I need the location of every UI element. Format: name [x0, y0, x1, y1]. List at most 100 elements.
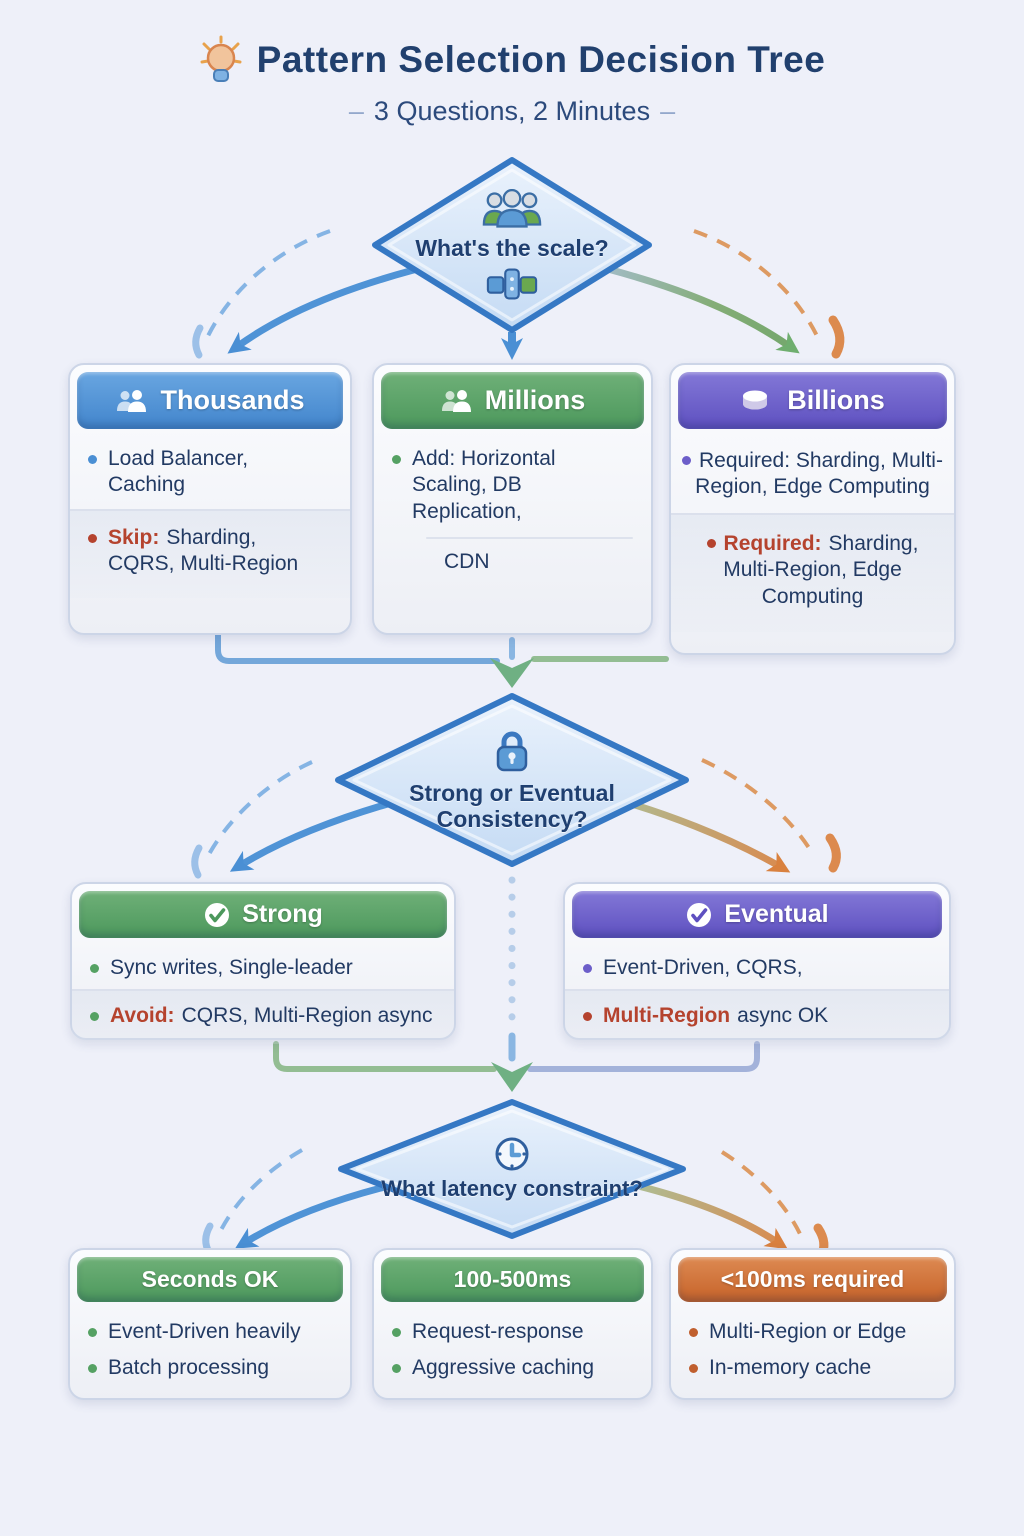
database-icon [743, 390, 768, 409]
bullet-icon [583, 1012, 592, 1022]
lightbulb-icon [200, 35, 242, 82]
item-text: Request-response [412, 1320, 584, 1343]
card-title: 100-500ms [453, 1266, 572, 1292]
card-thousands: Thousands Load Balancer, Caching Skip:Sh… [68, 363, 352, 635]
item-rest: CQRS, Multi-Region async [181, 1004, 433, 1028]
servers-icon [486, 268, 538, 300]
bullet-icon [88, 533, 97, 543]
list-item: CDN [374, 541, 651, 583]
card-title: Billions [787, 385, 885, 415]
decision-node-scale: What's the scale? [367, 152, 657, 338]
check-circle-icon [205, 902, 230, 927]
list-item: Required: Sharding, Multi-Region, Edge C… [671, 436, 954, 513]
item-text: Load Balancer, Caching [108, 447, 249, 497]
item-text: Sync writes, Single-leader [110, 956, 353, 979]
clock-icon [495, 1137, 529, 1171]
arrow-consistency-left-flourish [191, 844, 203, 879]
item-keyword: Multi-Region [603, 1004, 731, 1028]
list-item: Batch processing [70, 1350, 350, 1391]
list-item: Skip:Sharding, CQRS, Multi-Region [70, 508, 350, 598]
item-text: Skip:Sharding, CQRS, Multi-Region [108, 525, 308, 578]
item-text: Event-Driven, CQRS, [603, 956, 803, 979]
card-title: <100ms required [720, 1266, 905, 1292]
arrow-scale-right-flourish [828, 315, 845, 359]
bullet-icon [88, 1328, 97, 1337]
list-item: Event-Driven, CQRS, [565, 945, 949, 989]
list-item: Event-Driven heavily [70, 1309, 350, 1350]
bullet-icon [682, 455, 692, 465]
chevron-down-icon [490, 658, 534, 688]
subtitle-dash: – [348, 96, 364, 126]
card-title: Strong [242, 900, 323, 928]
arrow-consistency-right-flourish [825, 833, 841, 873]
bullet-icon [689, 1364, 698, 1374]
list-item: Load Balancer, Caching [70, 436, 350, 509]
check-circle-icon [687, 902, 712, 927]
lock-icon [496, 731, 528, 771]
list-item: Add: Horizontal Scaling, DB Replication, [374, 436, 651, 535]
bullet-icon [392, 1328, 401, 1337]
card-title: Eventual [724, 900, 829, 928]
decision-node-latency: What latency constraint? [333, 1095, 691, 1243]
item-keyword: Avoid: [110, 1004, 175, 1028]
item-text: Multi-Region or Edge [709, 1320, 907, 1343]
bullet-icon [689, 1328, 698, 1337]
card-seconds-ok-header: Seconds OK [77, 1257, 343, 1302]
connector-strong-to-latency [273, 1041, 497, 1072]
card-billions-header: Billions [678, 372, 947, 429]
item-rest: Sharding, CQRS, Multi-Region [108, 525, 299, 576]
diamond-shape [335, 693, 689, 867]
question-label: Strong or Eventual Consistency? [409, 780, 615, 833]
bullet-icon [90, 964, 99, 973]
item-text: Avoid:CQRS, Multi-Region async [110, 1003, 432, 1029]
question-label: What latency constraint? [381, 1176, 643, 1202]
bullet-icon [706, 538, 716, 548]
item-text: In-memory cache [709, 1356, 872, 1380]
item-rest: async OK [737, 1004, 829, 1028]
list-item: Required:Sharding, Multi-Region, Edge Co… [671, 512, 954, 633]
card-strong-header: Strong [79, 891, 447, 938]
arrow-latency-right-dashed [720, 1150, 803, 1237]
card-100-500ms-header: 100-500ms [381, 1257, 644, 1302]
question-line: Consistency? [436, 806, 588, 832]
card-eventual: Eventual Event-Driven, CQRS, Multi-Regio… [563, 882, 951, 1044]
card-billions: Billions Required: Sharding, Multi-Regio… [669, 363, 956, 655]
page-header: Pattern Selection Decision Tree –3 Quest… [0, 34, 1024, 127]
diamond-shape [372, 157, 652, 333]
arrow-consistency-right-dashed [701, 758, 816, 858]
list-item: Aggressive caching [374, 1350, 651, 1391]
subtitle-text: 3 Questions, 2 Minutes [373, 96, 651, 126]
card-sub-100ms-header: <100ms required [678, 1257, 947, 1302]
subtitle-dash: – [660, 96, 676, 126]
card-millions-header: Millions [381, 372, 644, 429]
question-label: What's the scale? [415, 234, 609, 261]
bullet-icon [583, 964, 592, 973]
card-sub-100ms: <100ms required Multi-Region or Edge In-… [669, 1248, 956, 1400]
arrow-consistency-left-dashed [205, 760, 313, 859]
page-title: Pattern Selection Decision Tree [256, 39, 826, 80]
arrow-scale-left-flourish [192, 324, 204, 359]
bullet-icon [90, 1012, 99, 1022]
item-rest: Sharding, Multi-Region, Edge Computing [723, 531, 919, 608]
list-item: Sync writes, Single-leader [72, 945, 454, 989]
item-text: Add: Horizontal Scaling, DB Replication, [412, 447, 556, 523]
item-text: CDN [444, 550, 490, 574]
card-100-500ms: 100-500ms Request-response Aggressive ca… [372, 1248, 653, 1400]
decision-node-consistency: Strong or Eventual Consistency? [330, 688, 694, 872]
bullet-icon [88, 455, 97, 464]
arrow-scale-right-dashed [693, 229, 820, 339]
card-title: Seconds OK [141, 1266, 279, 1292]
users-icon [117, 389, 147, 412]
item-text: Required: Sharding, Multi-Region, Edge C… [695, 449, 943, 499]
question-line: Strong or Eventual [409, 779, 615, 806]
chevron-down-icon [491, 1062, 533, 1092]
item-keyword: Required: [723, 531, 822, 555]
connector-thousands-to-consistency [215, 629, 500, 664]
list-item: In-memory cache [671, 1350, 954, 1391]
item-text: Aggressive caching [412, 1356, 595, 1380]
connector-eventual-to-latency [527, 1041, 760, 1072]
card-eventual-header: Eventual [572, 891, 942, 938]
